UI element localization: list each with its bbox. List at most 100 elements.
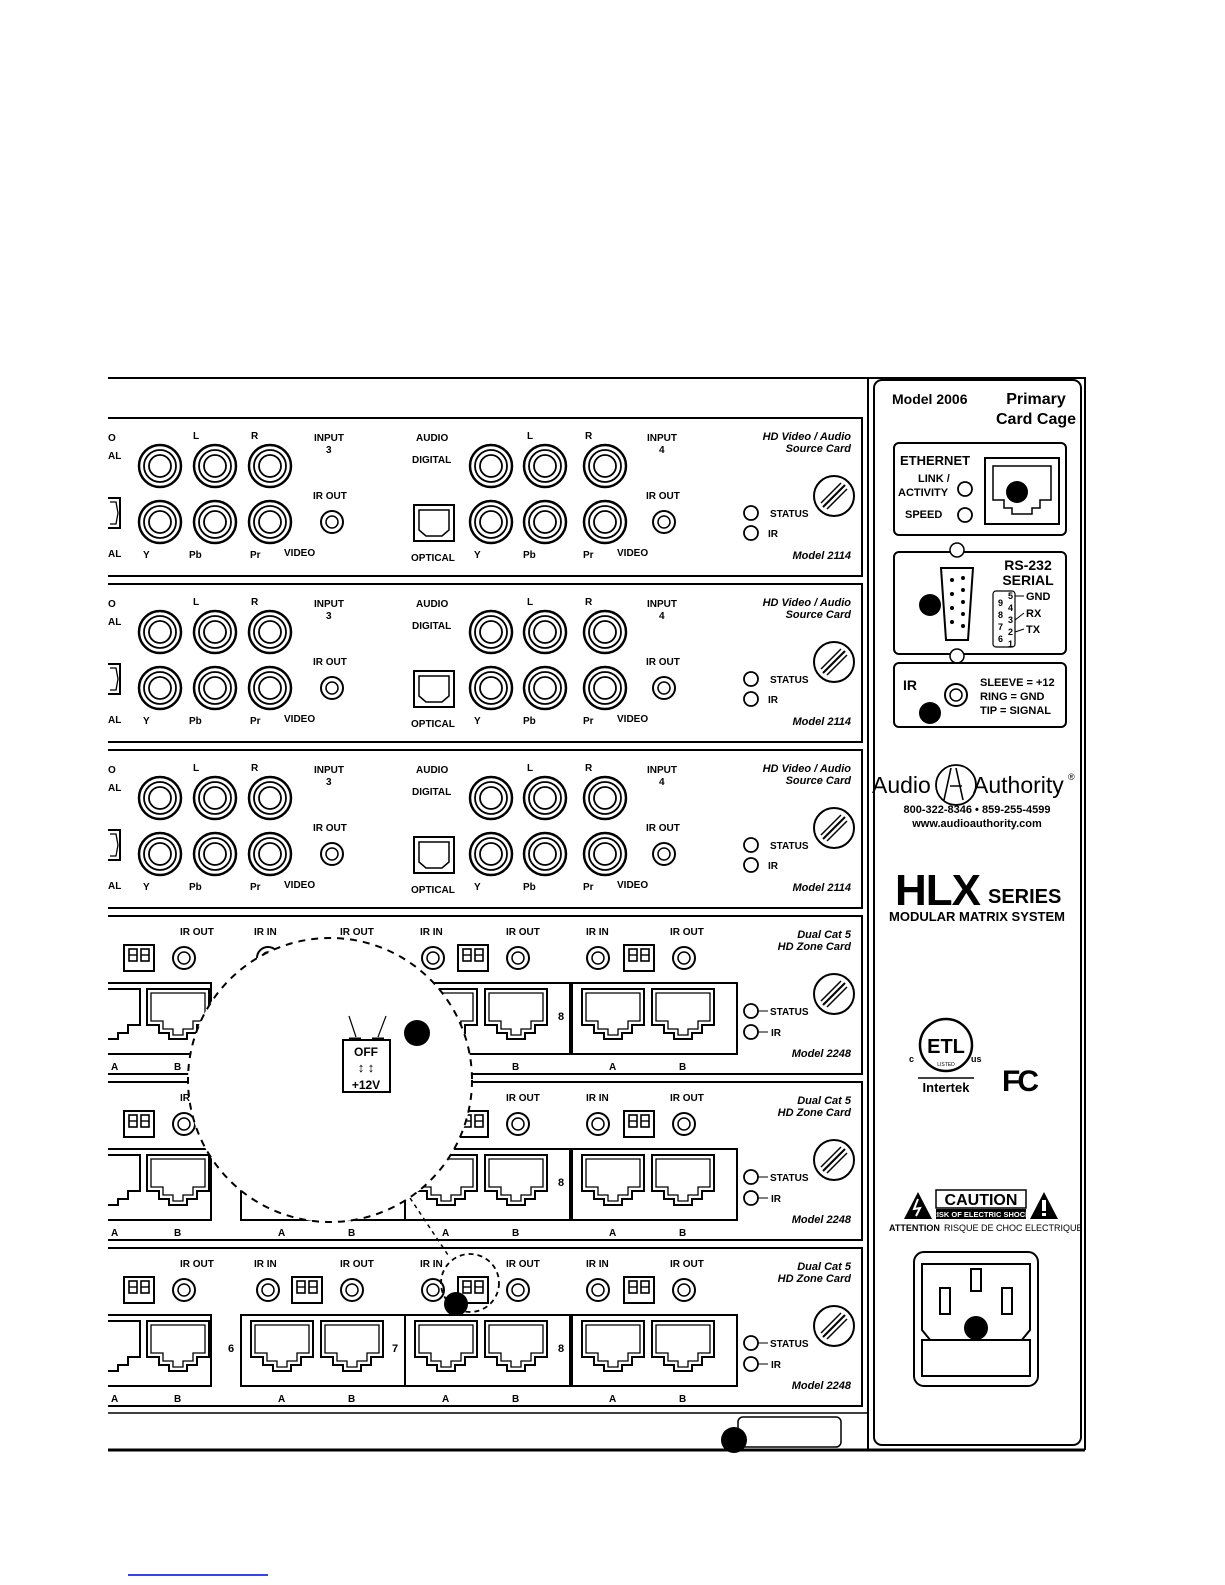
label-L: L	[527, 431, 533, 442]
status-led	[743, 1169, 759, 1185]
card-model: Model 2248	[792, 1214, 852, 1226]
card-model: Model 2248	[792, 1048, 852, 1060]
hlx-logo: HLX SERIES MODULAR MATRIX SYSTEM	[889, 866, 1065, 924]
ir-out-jack	[506, 1278, 530, 1302]
optical-port	[413, 670, 455, 708]
rs232-box	[893, 551, 1067, 655]
port-B-label: B	[679, 1394, 686, 1405]
port-A-label: A	[442, 1394, 449, 1405]
tx-label: TX	[1026, 624, 1041, 636]
status-led	[743, 671, 759, 687]
label-L: L	[193, 763, 199, 774]
port-A-label: A	[111, 1228, 118, 1239]
card-left-label: AL	[108, 549, 121, 560]
port-B-label: B	[679, 1062, 686, 1073]
ir-out-jack	[652, 510, 676, 534]
rca-jack	[522, 775, 568, 821]
card-left-label: AL	[108, 617, 121, 628]
card-title-1: Dual Cat 5	[797, 929, 852, 941]
card-left-label: AL	[108, 783, 121, 794]
card-left-label: AL	[108, 715, 121, 726]
label-L: L	[193, 431, 199, 442]
label-Pb: Pb	[523, 882, 536, 893]
input4-num: 4	[659, 611, 665, 622]
rca-jack	[468, 665, 514, 711]
ir-out-label: IR OUT	[670, 927, 704, 938]
audio-label: AUDIO	[416, 599, 448, 610]
input4-num: 4	[659, 445, 665, 456]
label-Y: Y	[474, 716, 481, 727]
footer-link-underline[interactable]	[128, 1574, 268, 1576]
ir-in-label: IR IN	[420, 927, 443, 938]
zoom-callout: OFF ↕ ↕ +12V	[187, 937, 500, 1313]
label-Pr: Pr	[583, 882, 594, 893]
rca-jack	[582, 775, 628, 821]
callout-dot	[721, 1427, 747, 1453]
ir-label: IR	[768, 529, 779, 540]
intertek-text: Intertek	[923, 1080, 971, 1095]
ir-out-jack	[652, 842, 676, 866]
rca-jack	[522, 609, 568, 655]
rca-jack	[192, 499, 238, 545]
digital-label: DIGITAL	[412, 621, 451, 632]
card-left-label: AL	[108, 451, 121, 462]
ir-out-label: IR OUT	[180, 927, 214, 938]
label-R: R	[585, 431, 593, 442]
card-title-2: Source Card	[786, 775, 852, 787]
label-R: R	[585, 763, 593, 774]
db9-connector	[939, 567, 975, 641]
handle-slot	[737, 1416, 842, 1448]
port-B-label: B	[348, 1228, 355, 1239]
cage-model: Model 2006	[892, 391, 968, 407]
label-Y: Y	[143, 716, 150, 727]
card-title-2: Source Card	[786, 609, 852, 621]
label-video: VIDEO	[617, 880, 648, 891]
ir-in-label: IR IN	[420, 1259, 443, 1270]
optical-port	[413, 504, 455, 542]
status-label: STATUS	[770, 1007, 809, 1018]
port-A-label: A	[442, 1228, 449, 1239]
etl-us: us	[971, 1054, 982, 1064]
audio-label: AUDIO	[416, 765, 448, 776]
dip-switch	[123, 1276, 155, 1304]
zoom-off-label: OFF	[354, 1045, 378, 1059]
card-title-2: HD Zone Card	[778, 1273, 852, 1285]
label-Y: Y	[474, 882, 481, 893]
port-B-label: B	[174, 1062, 181, 1073]
ir-out-jack	[506, 1112, 530, 1136]
rca-jack	[522, 831, 568, 877]
card-cage-panel: Model 2006 Primary Card Cage ETHERNET LI…	[872, 379, 1083, 1446]
rca-jack	[192, 665, 238, 711]
rca-jack	[247, 831, 293, 877]
label-Y: Y	[143, 550, 150, 561]
panel-screw	[813, 973, 855, 1015]
ir-out-jack	[172, 1278, 196, 1302]
card-title-1: HD Video / Audio	[763, 431, 852, 443]
port-A-label: A	[609, 1394, 616, 1405]
rca-jack	[137, 443, 183, 489]
ir-out-label: IR OUT	[340, 1259, 374, 1270]
status-label: STATUS	[770, 841, 809, 852]
ir-in-jack	[586, 946, 610, 970]
ir-in-label: IR IN	[254, 1259, 277, 1270]
etl-c: c	[909, 1054, 914, 1064]
label-video: VIDEO	[284, 714, 315, 725]
rx-label: RX	[1026, 608, 1042, 620]
status-label: STATUS	[770, 509, 809, 520]
web-label: www.audioauthority.com	[911, 818, 1042, 830]
label-video: VIDEO	[617, 548, 648, 559]
speed-led	[957, 507, 973, 523]
status-led	[743, 1003, 759, 1019]
fc-mark: FC	[1002, 1065, 1038, 1098]
ir-out-label: IR OUT	[340, 927, 374, 938]
ir-led	[743, 1190, 759, 1206]
rca-jack	[192, 775, 238, 821]
rca-jack	[582, 443, 628, 489]
input3-label: INPUT	[314, 433, 344, 444]
zone-number: 8	[558, 1343, 564, 1355]
pin-label: 1	[1008, 639, 1013, 649]
ir-out-label: IR OUT	[506, 1259, 540, 1270]
risk-text: RISK OF ELECTRIC SHOCK	[931, 1210, 1031, 1219]
port-A-label: A	[278, 1228, 285, 1239]
